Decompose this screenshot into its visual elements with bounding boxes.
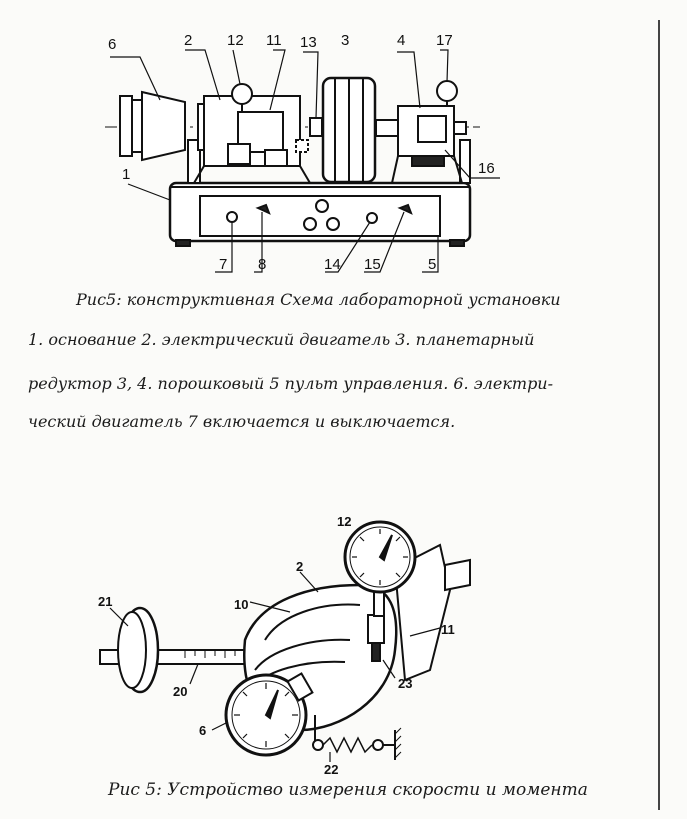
gauge-12-device xyxy=(343,520,417,617)
gauge-17 xyxy=(436,80,458,106)
callout-21: 21 xyxy=(98,594,113,609)
callout-13: 13 xyxy=(300,34,317,51)
callout-4: 4 xyxy=(397,32,406,49)
spring-22 xyxy=(312,715,402,760)
callout-12b: 12 xyxy=(337,514,352,529)
callout-8: 8 xyxy=(258,256,267,273)
control-panel-5 xyxy=(226,199,413,231)
callout-7: 7 xyxy=(219,256,228,273)
powder-brake-4 xyxy=(375,105,467,184)
callout-6b: 6 xyxy=(199,723,207,738)
callout-17: 17 xyxy=(436,32,453,49)
gauge-12 xyxy=(231,83,253,112)
callout-22: 22 xyxy=(324,762,339,777)
callout-2b: 2 xyxy=(296,559,304,574)
flywheel-3 xyxy=(321,76,377,184)
callout-5: 5 xyxy=(428,256,437,273)
callout-16: 16 xyxy=(478,160,495,177)
caption2-line-1: Рис 5: Устройство измерения скорости и м… xyxy=(108,780,588,800)
figure2-leader-lines xyxy=(109,571,441,762)
callout-20: 20 xyxy=(173,684,188,699)
caption-line-1: Рис5: конструктивная Схема лабораторной … xyxy=(76,290,561,309)
callout-6: 6 xyxy=(108,36,117,53)
callout-11: 11 xyxy=(266,32,282,49)
sensor-23 xyxy=(367,614,385,644)
caption-line-2: 1. основание 2. электрический двигатель … xyxy=(28,330,535,349)
gauge-6-device xyxy=(224,672,314,757)
callout-10: 10 xyxy=(234,597,249,612)
callout-14: 14 xyxy=(324,256,341,273)
motor-left xyxy=(119,90,186,162)
callout-11b: 11 xyxy=(441,622,455,637)
coupling-13 xyxy=(309,117,323,137)
callout-12: 12 xyxy=(227,32,244,49)
base-frame xyxy=(168,181,472,247)
callout-2: 2 xyxy=(184,32,193,49)
caption-line-3: редуктор 3, 4. порошковый 5 пульт управл… xyxy=(28,374,554,393)
figure1-leader-lines xyxy=(110,49,500,273)
callout-15: 15 xyxy=(364,256,381,273)
callout-1: 1 xyxy=(122,166,131,183)
caption-line-4: ческий двигатель 7 включается и выключае… xyxy=(28,412,456,431)
speed-torque-device-diagram xyxy=(99,520,471,760)
callout-3: 3 xyxy=(341,32,350,49)
gearbox-block xyxy=(193,95,311,184)
page-right-edge-line xyxy=(658,20,660,810)
callout-23: 23 xyxy=(398,676,413,691)
